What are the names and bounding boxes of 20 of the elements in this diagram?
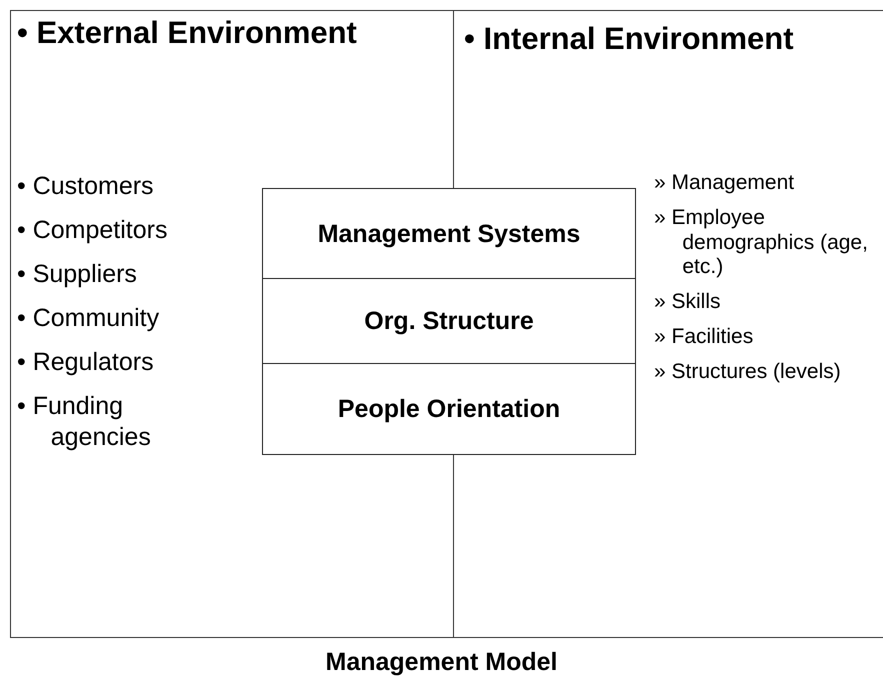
panel-heading: • Internal Environment — [464, 21, 794, 57]
list-item: • Competitors — [17, 214, 168, 246]
list-item: • Customers — [17, 171, 155, 202]
panel-heading: • External Environment — [17, 15, 357, 51]
list-item: » Skills — [654, 290, 722, 314]
list-item: » Structures (levels) — [654, 360, 842, 384]
box-label: Management Systems — [318, 220, 580, 248]
box-label: People Orientation — [338, 394, 560, 424]
list-item: • Funding agencies — [17, 390, 152, 453]
list-item: • Community — [17, 302, 160, 334]
list-item: • Suppliers — [17, 258, 138, 290]
model-box — [262, 278, 636, 365]
caption: Management Model — [324, 648, 558, 677]
list-item: • Regulators — [17, 346, 155, 378]
list-item: » Employee demographics (age, etc.) — [654, 206, 869, 280]
box-label: Org. Structure — [364, 307, 534, 336]
list-item: » Management — [654, 171, 796, 196]
list-item: » Facilities — [654, 325, 754, 350]
model-box — [262, 188, 636, 280]
model-box — [262, 363, 636, 455]
